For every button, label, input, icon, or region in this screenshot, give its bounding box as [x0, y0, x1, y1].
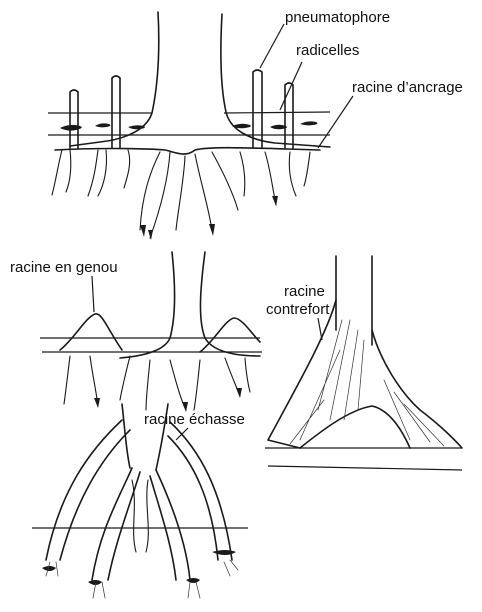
leader-racine-contrefort: [318, 318, 322, 340]
buttress-root-panel: racine contrefort: [265, 256, 462, 470]
leader-radicelles: [280, 62, 302, 110]
label-pneumatophore: pneumatophore: [285, 9, 390, 26]
stilt-root-outer-right: [168, 422, 232, 560]
buttress-grain: [290, 320, 444, 446]
root-tip: [236, 388, 242, 398]
pneumatophore-right-1: [253, 70, 262, 148]
root-tip: [94, 398, 100, 408]
mud-streak: [88, 580, 102, 585]
leader-racine-ancrage: [318, 96, 353, 148]
root-tip: [148, 230, 153, 240]
mud-streak: [186, 578, 200, 583]
descending-root: [240, 152, 276, 205]
mud-streak: [212, 550, 236, 555]
knee-root-left: [60, 314, 122, 350]
stilt-root-inner-right: [150, 470, 190, 580]
soil-surface-top: [48, 112, 330, 113]
stilt-root-fibres: [46, 560, 238, 598]
leader-pneumatophore: [260, 24, 284, 68]
root-mass: [55, 148, 320, 154]
descending-root: [124, 150, 130, 188]
root-tip: [140, 225, 146, 237]
descending-root: [52, 150, 71, 195]
knee-root-right: [200, 318, 260, 352]
stilt-root-panel: racine échasse: [32, 404, 248, 598]
root-tip: [209, 224, 215, 236]
descending-root: [88, 150, 107, 196]
mud-streak: [95, 123, 110, 127]
buttress-front: [300, 406, 410, 448]
label-racine-ancrage: racine d’ancrage: [352, 79, 463, 96]
soil-base-buttress: [268, 466, 462, 470]
stilt-root-outer-left: [46, 420, 130, 560]
root-tip: [272, 196, 278, 206]
pneumatophore-right-2: [285, 83, 293, 148]
descending-root: [289, 152, 310, 196]
pneumatophore-left-2: [112, 76, 120, 148]
label-racine-genou: racine en genou: [10, 259, 118, 276]
pneumatophore-panel: pneumatophore radicelles racine d’ancrag…: [48, 9, 463, 240]
descending-root: [212, 152, 238, 210]
trunk-buttress: [336, 256, 372, 345]
label-racine-contrefort-line1: racine: [284, 283, 325, 300]
label-racine-echasse: racine échasse: [144, 411, 245, 428]
leader-racine-genou: [92, 276, 94, 312]
trunk: [70, 12, 159, 146]
buttress-left: [268, 300, 336, 448]
trunk-knee: [120, 252, 260, 358]
pneumatophore-left-1: [70, 90, 78, 148]
buttress-right: [372, 330, 462, 448]
descending-root: [176, 154, 212, 230]
mud-streak: [300, 121, 317, 125]
knee-root-panel: racine en genou: [10, 252, 262, 412]
label-racine-contrefort-line2: contrefort: [266, 301, 330, 318]
label-radicelles: radicelles: [296, 42, 359, 59]
knee-descending-root: [146, 360, 200, 410]
